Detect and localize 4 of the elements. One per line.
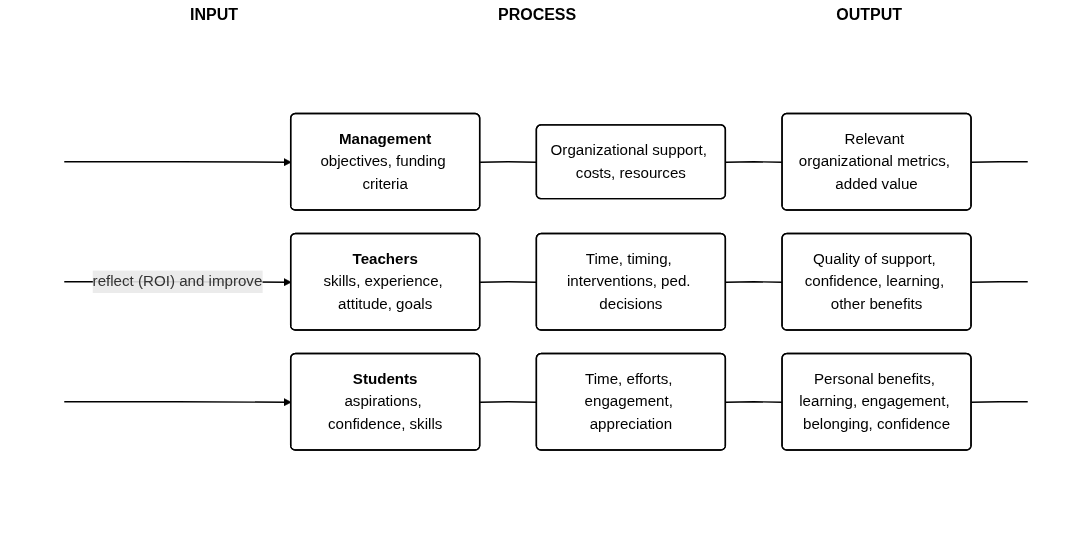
edge-label: reflect (ROI) and improve <box>92 272 263 290</box>
column-heading: INPUT <box>190 6 238 24</box>
column-heading: PROCESS <box>497 6 577 24</box>
column-heading: OUTPUT <box>836 6 902 24</box>
